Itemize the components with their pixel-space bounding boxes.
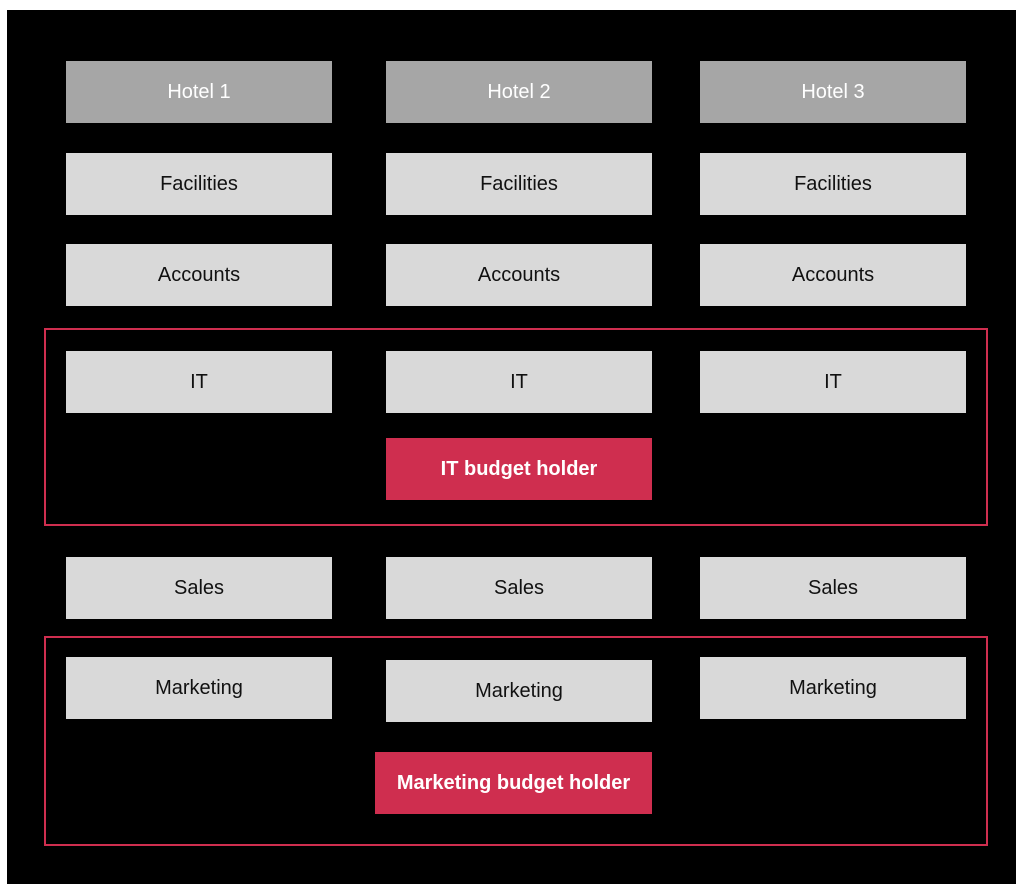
marketing-budget-holder: Marketing budget holder — [375, 752, 652, 814]
org-diagram: Hotel 1 Hotel 2 Hotel 3 Facilities Facil… — [7, 10, 1016, 884]
hotel-2-marketing: Marketing — [386, 660, 652, 722]
hotel-3-header: Hotel 3 — [700, 61, 966, 123]
hotel-1-marketing: Marketing — [66, 657, 332, 719]
hotel-3-sales: Sales — [700, 557, 966, 619]
hotel-1-facilities: Facilities — [66, 153, 332, 215]
it-group-frame — [44, 328, 988, 526]
hotel-2-facilities: Facilities — [386, 153, 652, 215]
hotel-2-sales: Sales — [386, 557, 652, 619]
hotel-1-it: IT — [66, 351, 332, 413]
marketing-group-frame — [44, 636, 988, 846]
hotel-2-it: IT — [386, 351, 652, 413]
hotel-2-header: Hotel 2 — [386, 61, 652, 123]
hotel-1-header: Hotel 1 — [66, 61, 332, 123]
hotel-1-sales: Sales — [66, 557, 332, 619]
hotel-3-it: IT — [700, 351, 966, 413]
hotel-3-facilities: Facilities — [700, 153, 966, 215]
hotel-1-accounts: Accounts — [66, 244, 332, 306]
it-budget-holder: IT budget holder — [386, 438, 652, 500]
hotel-3-accounts: Accounts — [700, 244, 966, 306]
hotel-2-accounts: Accounts — [386, 244, 652, 306]
hotel-3-marketing: Marketing — [700, 657, 966, 719]
